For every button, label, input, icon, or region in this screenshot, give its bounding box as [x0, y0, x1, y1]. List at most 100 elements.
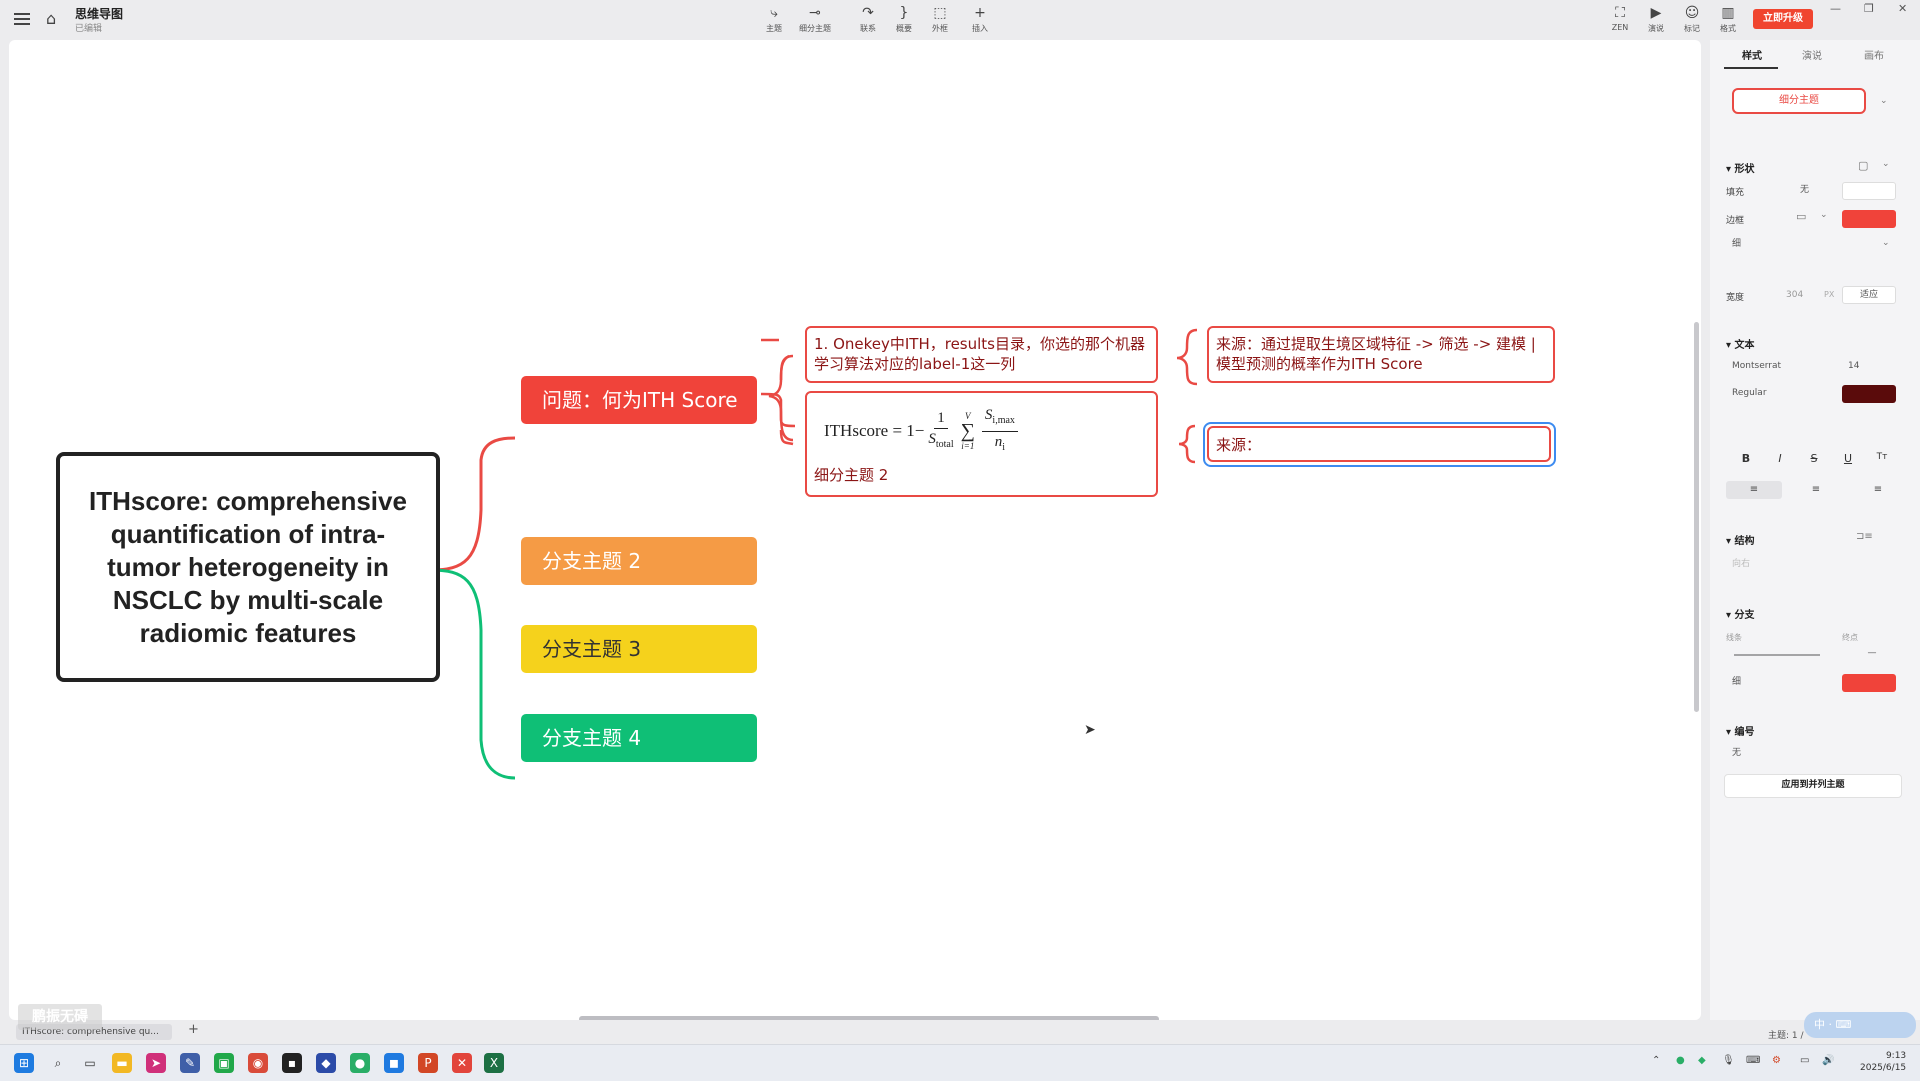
toolbar-boundary-button[interactable]: ⬚ 外框 — [920, 5, 960, 34]
powerpoint-icon[interactable]: P — [418, 1053, 438, 1073]
file-explorer-icon[interactable]: ▬ — [112, 1053, 132, 1073]
format-panel: 样式 演说 画布 细分主题 ⌄ ▾ 形状 ▢ ⌄ 填充 无 边框 ▭ ⌄ 细 ⌄… — [1710, 40, 1920, 1020]
upgrade-button[interactable]: 立即升级 — [1753, 9, 1813, 29]
bold-button[interactable]: B — [1741, 452, 1751, 465]
feather-app-icon[interactable]: ✎ — [180, 1053, 200, 1073]
system-clock[interactable]: 9:13 2025/6/15 — [1860, 1050, 1906, 1074]
wechat-icon[interactable]: ● — [350, 1053, 370, 1073]
subtopic-1[interactable]: 1. Onekey中ITH，results目录，你选的那个机器学习算法对应的la… — [805, 326, 1158, 383]
source-topic-1[interactable]: 来源：通过提取生境区域特征 -> 筛选 -> 建模 | 模型预测的概率作为ITH… — [1207, 326, 1555, 383]
pycharm-icon[interactable]: ▣ — [214, 1053, 234, 1073]
text-case-button[interactable]: Tт — [1876, 452, 1888, 462]
width-unit: PX — [1824, 290, 1835, 299]
border-style-icon[interactable]: ▭ — [1796, 210, 1807, 223]
italic-button[interactable]: I — [1778, 452, 1782, 465]
branch-end-select[interactable]: — — [1867, 648, 1877, 658]
font-family-select[interactable]: Montserrat — [1732, 361, 1782, 371]
microphone-icon[interactable]: 🎙 — [1722, 1055, 1735, 1066]
branch-topic-4[interactable]: 分支主题 4 — [521, 714, 757, 762]
width-value[interactable]: 304 — [1786, 290, 1804, 300]
branch-weight-select[interactable]: 细 — [1732, 677, 1742, 687]
task-view-icon[interactable]: ▭ — [84, 1056, 96, 1070]
marker-button[interactable]: ☺ 标记 — [1672, 5, 1712, 34]
shape-chevron-icon[interactable]: ⌄ — [1882, 159, 1890, 169]
chrome-icon[interactable]: ◉ — [248, 1053, 268, 1073]
numbering-select[interactable]: 无 — [1732, 748, 1742, 758]
terminal-icon[interactable]: ▪ — [282, 1053, 302, 1073]
branch-topic-1[interactable]: 问题：何为ITH Score — [521, 376, 757, 424]
underline-button[interactable]: U — [1843, 452, 1853, 465]
minimize-icon[interactable]: — — [1830, 2, 1841, 15]
section-numbering-title[interactable]: ▾ 编号 — [1726, 727, 1755, 738]
xmind-icon[interactable]: ✕ — [452, 1053, 472, 1073]
structure-icon[interactable]: ⊐≡ — [1856, 531, 1873, 542]
document-title[interactable]: 思维导图 — [75, 7, 124, 21]
windows-start-icon[interactable]: ⊞ — [14, 1053, 34, 1073]
zen-mode-button[interactable]: ⛶ ZEN — [1600, 5, 1640, 32]
tab-present[interactable]: 演说 — [1802, 51, 1822, 62]
border-chevron-icon[interactable]: ⌄ — [1820, 210, 1828, 220]
structure-select[interactable]: 向右 — [1732, 559, 1751, 569]
chevron-down-icon[interactable]: ⌄ — [1880, 96, 1888, 106]
align-left-icon[interactable]: ≡ — [1726, 481, 1782, 499]
apply-to-siblings-button[interactable]: 应用到并列主题 — [1724, 774, 1902, 798]
search-icon[interactable]: ⌕ — [54, 1056, 62, 1070]
vpn-icon[interactable]: ◆ — [316, 1053, 336, 1073]
align-right-icon[interactable]: ≡ — [1873, 484, 1883, 495]
central-topic[interactable]: ITHscore: comprehensive quantification o… — [56, 452, 440, 682]
strikethrough-button[interactable]: S — [1810, 452, 1818, 465]
volume-icon[interactable]: 🔊 — [1822, 1055, 1835, 1066]
toolbar-subtopic-button[interactable]: ⊸ 细分主题 — [795, 5, 835, 34]
ime-toolbar[interactable]: 中 · ⌨ — [1804, 1012, 1916, 1038]
section-structure-title[interactable]: ▾ 结构 — [1726, 536, 1755, 547]
subtopic-2[interactable]: ITHscore = 1− 1 Stotal V ∑ i=1 Si,max ni… — [805, 391, 1158, 497]
add-tab-button[interactable]: + — [188, 1022, 199, 1037]
section-branch-title[interactable]: ▾ 分支 — [1726, 610, 1755, 621]
toolbar-insert-button[interactable]: + 插入 — [960, 5, 1000, 34]
fill-select[interactable]: 无 — [1800, 185, 1810, 195]
width-fit-button[interactable]: 适应 — [1842, 286, 1896, 304]
home-icon[interactable]: ⌂ — [46, 9, 57, 28]
topic-style-selector[interactable]: 细分主题 — [1732, 88, 1866, 114]
maximize-icon[interactable]: ❐ — [1864, 2, 1874, 15]
text-color-swatch[interactable] — [1842, 385, 1896, 403]
chat-app-icon[interactable]: ◼ — [384, 1053, 404, 1073]
arrow-app-icon[interactable]: ➤ — [146, 1053, 166, 1073]
branch-topic-2[interactable]: 分支主题 2 — [521, 537, 757, 585]
source-topic-2[interactable]: 来源： — [1207, 426, 1551, 462]
tray-chevron-icon[interactable]: ⌃ — [1652, 1055, 1661, 1066]
fill-label: 填充 — [1726, 188, 1745, 198]
font-size-select[interactable]: 14 — [1848, 361, 1860, 371]
present-button[interactable]: ▶ 演说 — [1636, 5, 1676, 34]
tab-style[interactable]: 样式 — [1742, 51, 1762, 62]
branch-line-select[interactable] — [1726, 645, 1826, 663]
network-icon[interactable]: ▭ — [1800, 1055, 1810, 1066]
shape-icon[interactable]: ▢ — [1858, 159, 1869, 172]
boundary-icon: ⬚ — [933, 5, 947, 21]
toolbar-topic-button[interactable]: ⤷ 主题 — [754, 5, 794, 34]
border-color-swatch[interactable] — [1842, 210, 1896, 228]
keyboard-icon[interactable]: ⌨ — [1746, 1055, 1761, 1066]
menu-icon[interactable] — [12, 10, 32, 30]
close-icon[interactable]: ✕ — [1898, 2, 1908, 15]
tab-canvas[interactable]: 画布 — [1864, 51, 1884, 62]
section-shape-title[interactable]: ▾ 形状 — [1726, 164, 1755, 175]
section-text-title[interactable]: ▾ 文本 — [1726, 340, 1755, 351]
toolbar-summary-button[interactable]: } 概要 — [884, 5, 924, 34]
font-weight-select[interactable]: Regular — [1732, 388, 1767, 398]
branch-color-swatch[interactable] — [1842, 674, 1896, 692]
branch-topic-3[interactable]: 分支主题 3 — [521, 625, 757, 673]
border-weight-select[interactable]: 细 — [1732, 239, 1742, 249]
mindmap-canvas[interactable]: ITHscore: comprehensive quantification o… — [9, 40, 1701, 1020]
excel-icon[interactable]: X — [484, 1053, 504, 1073]
vertical-scrollbar[interactable] — [1694, 322, 1699, 712]
format-panel-button[interactable]: ▥ 格式 — [1708, 5, 1748, 34]
horizontal-scrollbar[interactable] — [579, 1016, 1159, 1020]
align-center-icon[interactable]: ≡ — [1811, 484, 1821, 495]
toolbar-relation-button[interactable]: ↷ 联系 — [848, 5, 888, 34]
weight-chevron-icon[interactable]: ⌄ — [1882, 238, 1890, 248]
tray-app3-icon[interactable]: ⚙ — [1772, 1055, 1781, 1066]
fill-color-swatch[interactable] — [1842, 182, 1896, 200]
tray-app-icon[interactable]: ● — [1676, 1055, 1685, 1066]
tray-app2-icon[interactable]: ◆ — [1698, 1055, 1706, 1066]
